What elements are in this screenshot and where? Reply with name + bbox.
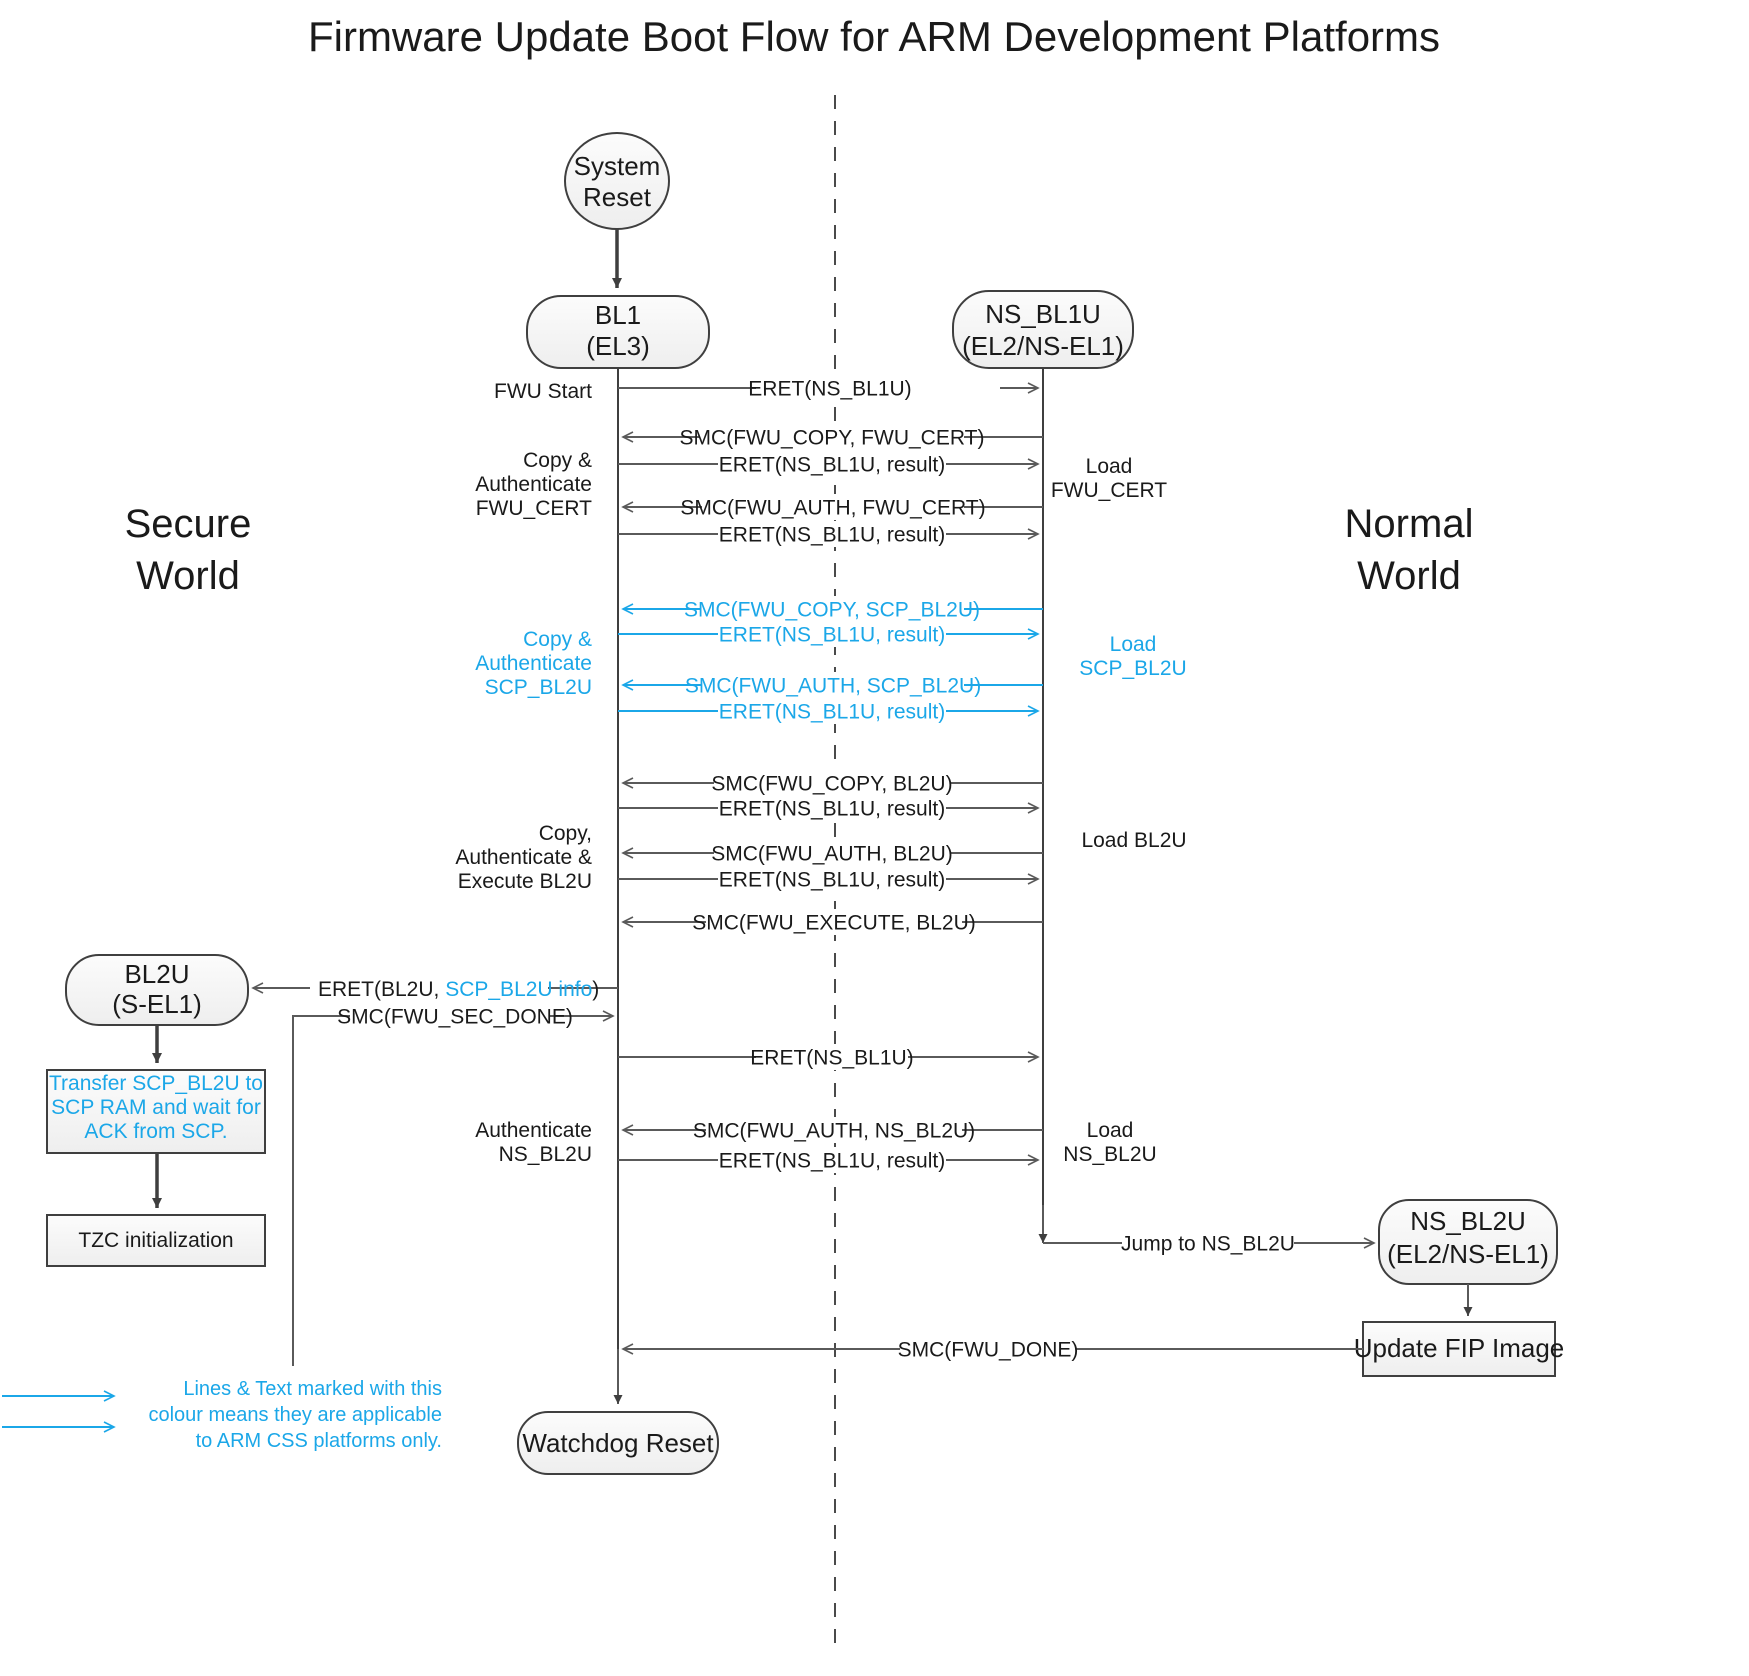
side-label-auth-ns-bl2u-1: Authenticate [475,1119,592,1142]
message-label-m3: ERET(NS_BL1U, result) [719,454,945,477]
side-label-copy-auth-exec-1: Copy, [539,822,592,845]
label-bg-m2 [700,424,964,450]
ns-bl1u-label-line1: NS_BL1U [985,299,1101,329]
side-label-auth-ns-bl2u-2: NS_BL2U [499,1143,592,1166]
tzc-init-box[interactable] [46,1214,266,1267]
message-label-m7: ERET(NS_BL1U, result) [719,624,945,647]
bl2u-label-line2: (S-EL1) [112,989,202,1019]
system-reset-node[interactable] [564,132,670,230]
message-label-m14: SMC(FWU_EXECUTE, BL2U) [692,912,976,935]
label-bg-m3 [718,451,946,477]
system-reset-label-line2: Reset [583,182,652,212]
system-reset-label-line1: System [574,151,661,181]
page-title: Firmware Update Boot Flow for ARM Develo… [308,13,1440,60]
update-fip-label: Update FIP Image [1354,1333,1565,1363]
label-bg-jump [1122,1230,1294,1256]
side-label-load-ns-bl2u-1: Load [1087,1119,1134,1142]
ns-bl2u-label-line1: NS_BL2U [1410,1206,1526,1236]
label-bg-m17 [718,1147,946,1173]
normal-world-label-line1: Normal [1345,502,1474,546]
label-bg-m6 [700,596,964,622]
side-label-copy-auth-cert-2: Authenticate [475,473,592,496]
message-label-m17: ERET(NS_BL1U, result) [719,1150,945,1173]
message-label-m12: SMC(FWU_AUTH, BL2U) [711,843,953,866]
message-label-m4: SMC(FWU_AUTH, FWU_CERT) [680,497,985,520]
side-label-copy-auth-exec-3: Execute BL2U [458,870,592,893]
label-bg-m4 [702,494,964,520]
eret-bl2u-prefix: ERET(BL2U, [318,978,445,1001]
transfer-scp-label-line2: SCP RAM and wait for [51,1096,261,1119]
message-label-m2: SMC(FWU_COPY, FWU_CERT) [680,427,985,450]
message-label-m10: SMC(FWU_COPY, BL2U) [711,773,952,796]
label-bg-m13 [718,866,946,892]
label-bg-m1 [756,375,1000,401]
message-label-m1: ERET(NS_BL1U) [748,378,911,401]
bl1-label-line2: (EL3) [586,331,650,361]
label-bg-smc-fwu-done [900,1336,1076,1362]
side-label-copy-auth-scp-1: Copy & [523,628,592,651]
secure-world-label-line2: World [136,554,240,598]
side-label-copy-auth-cert-1: Copy & [523,449,592,472]
tzc-init-label: TZC initialization [78,1229,233,1252]
watchdog-reset-label: Watchdog Reset [522,1428,714,1458]
message-label-m5: ERET(NS_BL1U, result) [719,524,945,547]
message-label-m8: SMC(FWU_AUTH, SCP_BL2U) [685,675,981,698]
message-label-m11: ERET(NS_BL1U, result) [719,798,945,821]
label-bg-eret-bl2u [310,975,548,1001]
message-label-m13: ERET(NS_BL1U, result) [719,869,945,892]
legend-text-line1: Lines & Text marked with this [183,1378,442,1400]
normal-world-label-line2: World [1357,554,1461,598]
ns-bl2u-label-line2: (EL2/NS-EL1) [1387,1239,1549,1269]
label-bg-m16 [706,1117,962,1143]
side-label-load-fwu-cert-2: FWU_CERT [1051,479,1167,502]
message-label-smc-fwu-done: SMC(FWU_DONE) [898,1339,1079,1362]
side-label-copy-auth-cert-3: FWU_CERT [476,497,592,520]
message-label-m16: SMC(FWU_AUTH, NS_BL2U) [693,1120,975,1143]
label-bg-m8 [702,672,964,698]
watchdog-reset-node[interactable] [517,1411,719,1475]
bl2u-label-line1: BL2U [124,959,189,989]
label-bg-m5 [718,521,946,547]
message-label-jump-to-ns-bl2u: Jump to NS_BL2U [1121,1233,1295,1256]
label-bg-m15 [756,1044,908,1070]
side-label-load-scp-2: SCP_BL2U [1079,657,1186,680]
legend-text-line2: colour means they are applicable [148,1404,442,1426]
label-bg-m11 [718,795,946,821]
side-label-copy-auth-scp-2: Authenticate [475,652,592,675]
label-bg-smc-fwu-sec-done [350,1003,550,1029]
message-label-smc-fwu-sec-done: SMC(FWU_SEC_DONE) [337,1006,573,1029]
label-bg-m14 [706,909,962,935]
side-label-fwu-start: FWU Start [494,380,592,403]
side-label-load-ns-bl2u-2: NS_BL2U [1063,1143,1156,1166]
message-label-m6: SMC(FWU_COPY, SCP_BL2U) [684,599,980,622]
legend-text-line3: to ARM CSS platforms only. [196,1430,442,1452]
transfer-scp-box[interactable] [46,1069,266,1154]
bl1-label-line1: BL1 [595,300,641,330]
message-label-m15: ERET(NS_BL1U) [750,1047,913,1070]
side-label-load-bl2u: Load BL2U [1081,829,1186,852]
transfer-scp-label-line3: ACK from SCP. [84,1120,227,1143]
ns-bl1u-label-line2: (EL2/NS-EL1) [962,331,1124,361]
side-label-copy-auth-scp-3: SCP_BL2U [485,676,592,699]
message-line-smc-fwu-sec-done [292,1010,615,1366]
side-label-load-scp-1: Load [1110,633,1157,656]
eret-bl2u-cyan-part: SCP_BL2U info [445,978,592,1001]
label-bg-m7 [718,621,946,647]
side-label-load-fwu-cert-1: Load [1086,455,1133,478]
label-bg-m12 [714,840,950,866]
side-label-copy-auth-exec-2: Authenticate & [455,846,592,869]
message-label-eret-bl2u: ERET(BL2U, SCP_BL2U info) [318,978,599,1001]
label-bg-m10 [714,770,950,796]
message-label-m9: ERET(NS_BL1U, result) [719,701,945,724]
transfer-scp-label-line1: Transfer SCP_BL2U to [49,1072,263,1095]
secure-world-label-line1: Secure [125,502,252,546]
eret-bl2u-suffix: ) [592,978,599,1001]
label-bg-m9 [718,698,946,724]
